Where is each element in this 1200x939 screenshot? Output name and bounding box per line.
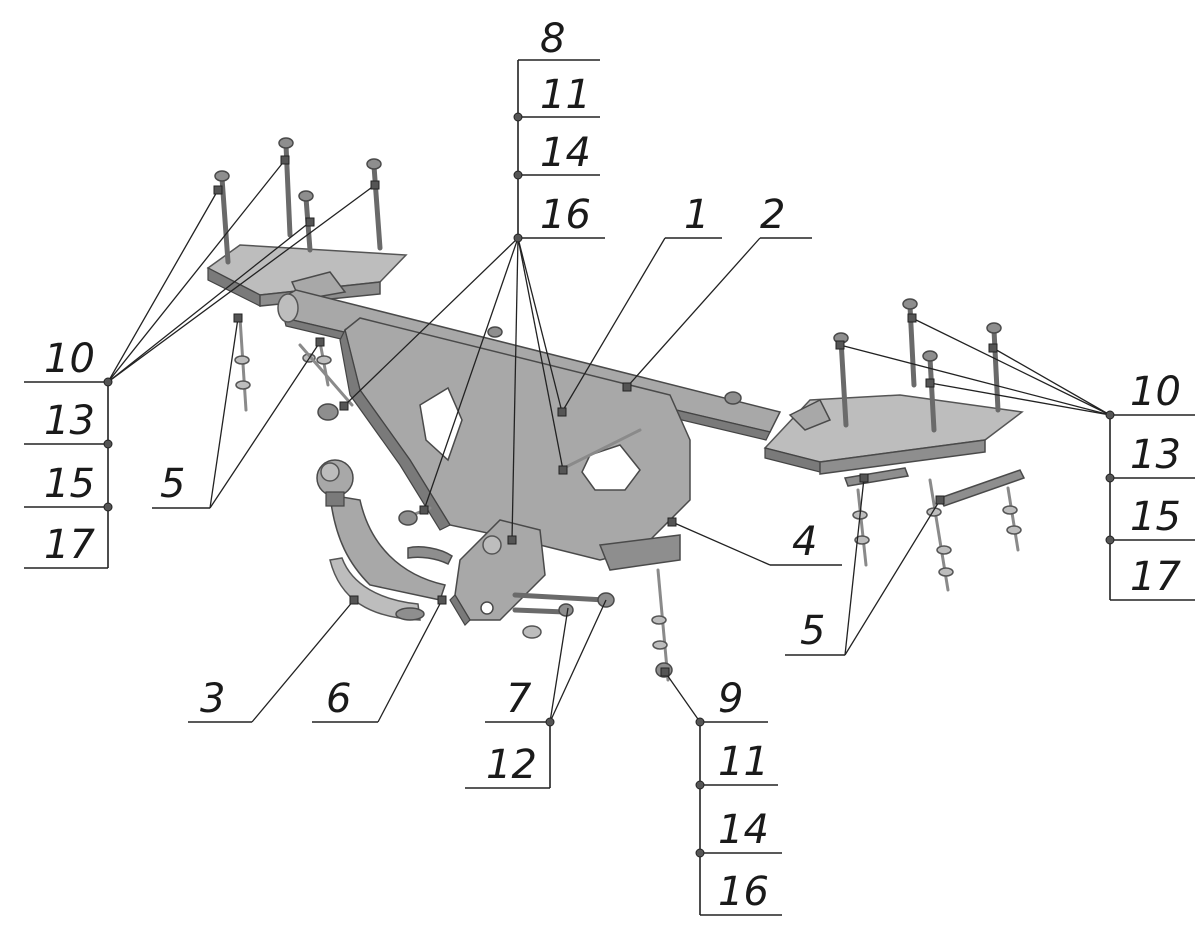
callout-1: 1 — [665, 192, 722, 239]
callout-label-10-left: 10 — [44, 336, 95, 382]
callout-label-14-bottom: 14 — [718, 807, 769, 853]
callout-label-17-left: 17 — [44, 522, 95, 568]
callout-label-1: 1 — [684, 192, 709, 238]
callout-label-5-right: 5 — [800, 608, 825, 654]
coupling-bracket — [407, 519, 615, 639]
callout-stack-bottom: 9 11 14 16 — [695, 676, 782, 916]
callout-label-15-left: 15 — [44, 461, 95, 507]
callout-4: 4 — [770, 519, 842, 566]
callout-label-6: 6 — [326, 676, 351, 722]
right-mounting-plate — [763, 394, 1024, 475]
callout-label-11-bottom: 11 — [718, 739, 769, 785]
callout-stack-right: 10 13 15 17 — [1105, 369, 1195, 601]
callout-label-11: 11 — [540, 72, 591, 118]
callout-2: 2 — [760, 192, 812, 239]
leader-anchor-dots — [213, 155, 998, 677]
callout-label-13-left: 13 — [44, 398, 95, 444]
callout-label-14: 14 — [540, 130, 591, 176]
callout-label-16: 16 — [540, 192, 591, 238]
callout-label-10-right: 10 — [1130, 369, 1181, 415]
leader-lines — [107, 159, 1111, 723]
lower-fastener-stack — [651, 568, 673, 682]
callout-stack-left: 10 13 15 17 — [24, 336, 113, 569]
central-plate — [298, 317, 742, 571]
callout-5-left: 5 — [152, 461, 210, 509]
callout-stack-top: 8 11 14 16 — [513, 16, 605, 243]
assembly-illustration — [206, 137, 1026, 682]
callout-label-16-bottom: 16 — [718, 869, 769, 915]
callout-label-9: 9 — [718, 676, 743, 722]
right-lower-strips — [843, 467, 1026, 592]
callout-label-17-right: 17 — [1130, 554, 1181, 600]
callout-label-13-right: 13 — [1130, 432, 1181, 478]
callout-6: 6 — [312, 676, 378, 723]
callout-label-4: 4 — [792, 519, 817, 565]
callout-stack-7-12: 7 12 — [465, 676, 555, 789]
callout-label-12: 12 — [486, 742, 537, 788]
callout-label-8: 8 — [540, 16, 565, 62]
left-top-bolts — [214, 137, 383, 265]
callout-5-right: 5 — [785, 608, 845, 656]
left-lower-washers — [234, 316, 332, 412]
callout-label-5-left: 5 — [160, 461, 185, 507]
callout-3: 3 — [188, 676, 252, 723]
callout-label-2: 2 — [760, 192, 785, 238]
callout-label-15-right: 15 — [1130, 494, 1181, 540]
callout-label-7: 7 — [506, 676, 532, 722]
callout-label-3: 3 — [200, 676, 225, 722]
tow-ball-arm — [316, 459, 446, 621]
